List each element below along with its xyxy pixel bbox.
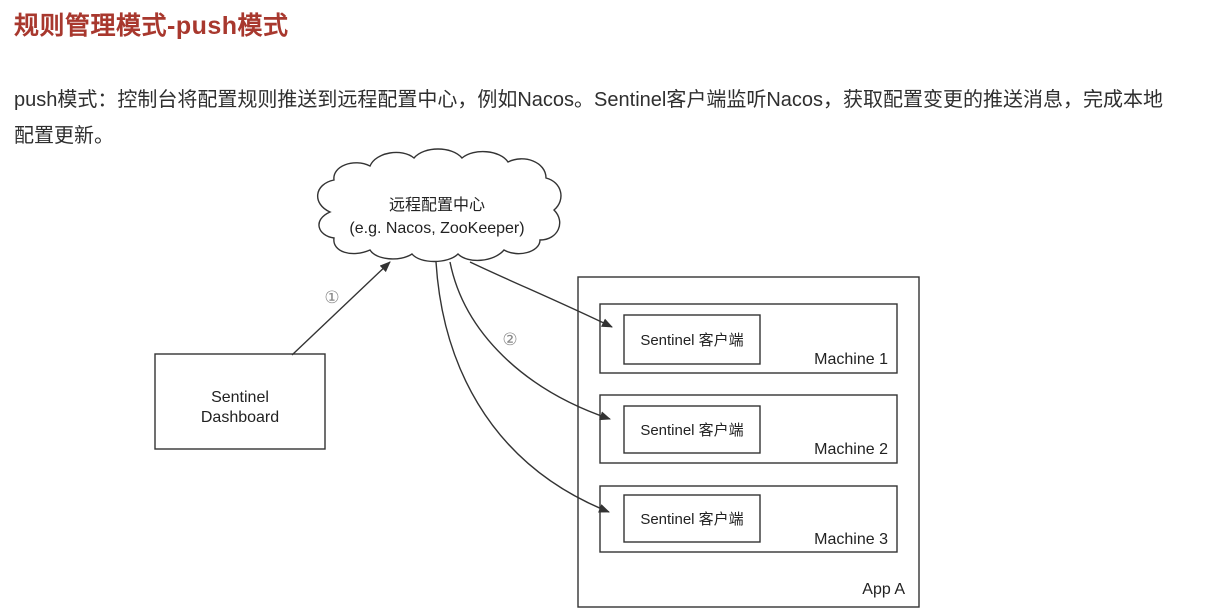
sentinel-client-3-box	[623, 494, 761, 543]
step-1-label: ①	[324, 288, 339, 308]
sentinel-client-1-box	[623, 314, 761, 365]
page-title: 规则管理模式-push模式	[14, 12, 289, 40]
push-arrow-dashboard-to-cloud	[291, 261, 391, 356]
listen-arrow-cloud-to-machine-2	[449, 261, 611, 421]
remote-config-cloud	[317, 148, 562, 263]
sentinel-client-1-label: Sentinel 客户端	[640, 332, 743, 349]
app-a-label: App A	[862, 581, 905, 598]
intro-paragraph: push模式：控制台将配置规则推送到远程配置中心，例如Nacos。Sentine…	[14, 89, 1164, 147]
cloud-label-line2: (e.g. Nacos, ZooKeeper)	[349, 220, 524, 237]
listen-arrow-cloud-to-machine-3	[435, 261, 610, 513]
sentinel-client-3-label: Sentinel 客户端	[640, 511, 743, 528]
sentinel-dashboard-label-line2: Dashboard	[201, 409, 279, 426]
sentinel-client-2-label: Sentinel 客户端	[640, 422, 743, 439]
machine-3-label: Machine 3	[814, 531, 888, 548]
machine-2-label: Machine 2	[814, 441, 888, 458]
machine-1-label: Machine 1	[814, 351, 888, 368]
sentinel-dashboard-box	[154, 353, 326, 450]
listen-arrow-cloud-to-machine-1	[469, 261, 613, 328]
cloud-label-line1: 远程配置中心	[389, 196, 485, 214]
step-2-label: ②	[502, 330, 517, 350]
sentinel-client-2-box	[623, 405, 761, 454]
sentinel-dashboard-label-line1: Sentinel	[211, 389, 269, 406]
